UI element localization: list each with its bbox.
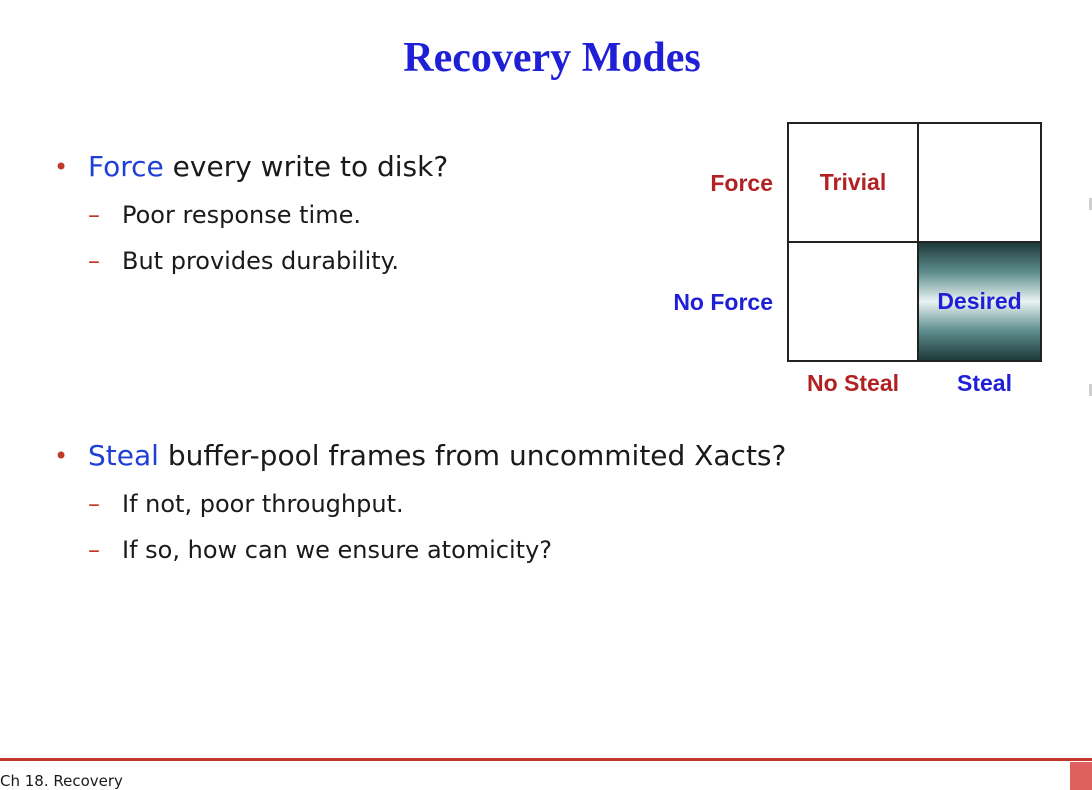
cell-force-steal [917, 122, 1042, 243]
sub-item: – Poor response time. [52, 200, 448, 230]
bullet-text: every write to disk? [163, 150, 449, 183]
sub-item: – But provides durability. [52, 246, 448, 276]
cell-force-nosteal: Trivial [787, 122, 919, 243]
sub-item: – If so, how can we ensure atomicity? [52, 535, 786, 565]
cell-noforce-steal: Desired [917, 241, 1042, 362]
bullet-main-force: • Force every write to disk? [52, 150, 448, 184]
dash-icon: – [88, 201, 100, 229]
footer-divider [0, 758, 1092, 761]
bullet-main-steal: • Steal buffer-pool frames from uncommit… [52, 439, 786, 473]
sub-item-text: Poor response time. [122, 201, 361, 229]
row-label-force: Force [710, 170, 773, 196]
edge-mark [1089, 198, 1092, 210]
sub-item-text: But provides durability. [122, 247, 400, 275]
dash-icon: – [88, 490, 100, 518]
bullet-text: buffer-pool frames from uncommited Xacts… [158, 439, 787, 472]
sub-item: – If not, poor throughput. [52, 489, 786, 519]
dash-icon: – [88, 247, 100, 275]
slide-title: Recovery Modes [403, 35, 701, 81]
footer-chapter: Ch 18. Recovery [0, 772, 123, 790]
edge-mark [1089, 384, 1092, 396]
bullet-force: • Force every write to disk? – Poor resp… [52, 150, 448, 276]
keyword-force: Force [88, 150, 164, 183]
sub-item-text: If not, poor throughput. [122, 490, 404, 518]
row-label-no-force: No Force [673, 289, 773, 315]
sub-item-text: If so, how can we ensure atomicity? [122, 536, 553, 564]
bullet-dot-icon: • [54, 153, 69, 181]
logo-icon [1070, 762, 1092, 790]
col-label-steal: Steal [957, 370, 1012, 396]
cell-noforce-nosteal [787, 241, 919, 362]
dash-icon: – [88, 536, 100, 564]
keyword-steal: Steal [88, 439, 159, 472]
bullet-steal: • Steal buffer-pool frames from uncommit… [52, 439, 786, 565]
bullet-dot-icon: • [54, 442, 69, 470]
col-label-no-steal: No Steal [806, 370, 900, 396]
